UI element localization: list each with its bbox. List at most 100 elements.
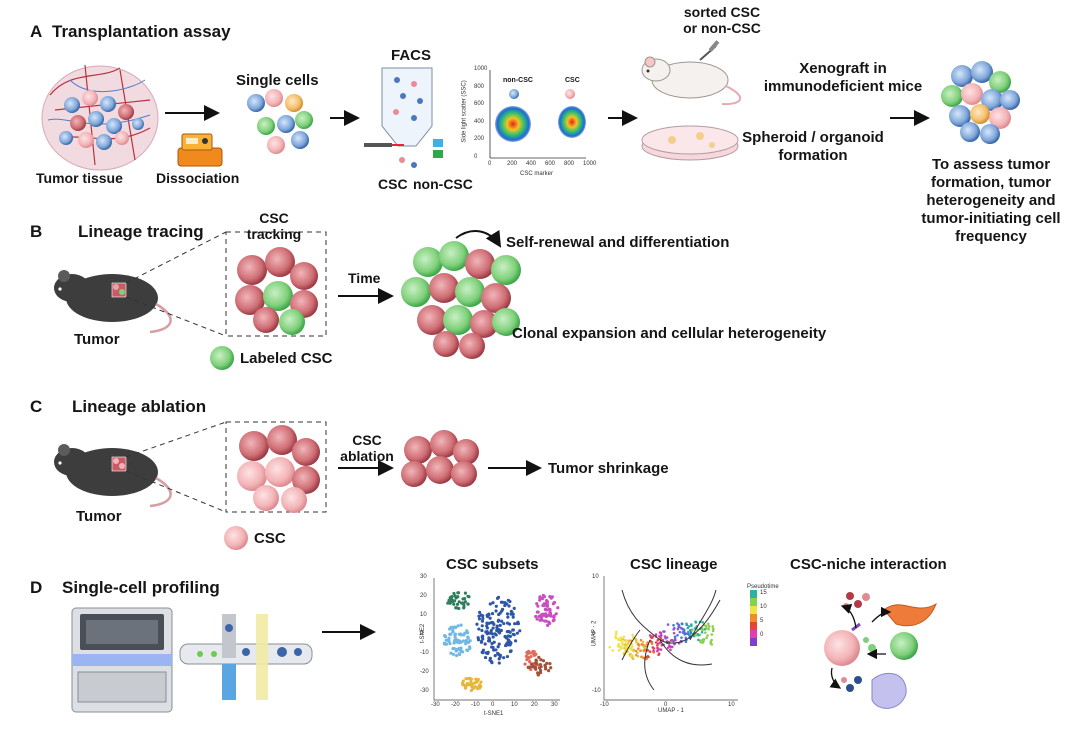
tsne-point [511,612,515,616]
tsne-point [466,594,470,598]
umap-point [611,649,615,652]
tsne-point [485,651,490,656]
umap-point [676,633,679,637]
tsne-point [451,652,456,656]
facs-y-tick: 1000 [474,66,488,72]
tsne-point [469,677,474,681]
pseudotime-legend-tick: 0 [760,632,764,638]
facs-y-tick: 200 [474,136,485,142]
tumor-tissue-label: Tumor tissue [36,170,123,186]
umap-point [686,632,690,636]
tsne-point [488,639,492,643]
tsne-point [493,654,497,658]
umap-point [619,636,623,639]
tsne-point [456,595,460,599]
tsne-point [499,628,503,633]
tsne-point [534,614,538,619]
umap-point [622,643,625,647]
umap-point [672,623,675,627]
facs-scatter-plot [488,68,586,159]
panel-d-title: Single-cell profiling [62,578,220,597]
umap-point [640,642,644,646]
umap-point [639,649,642,652]
tsne-point [528,651,532,655]
tsne-point [506,634,511,638]
tsne-point [459,623,463,627]
tsne-x-tick: 0 [491,702,495,708]
niche-interaction-illustration [824,592,937,709]
shrunken-tumor-cluster [401,430,479,487]
tsne-point [498,623,502,627]
umap-point [683,633,686,636]
umap-point [697,638,700,642]
tsne-point [490,632,494,636]
umap-point [636,647,640,650]
tsne-x-tick: -10 [471,702,480,708]
tsne-point [507,604,511,608]
umap-y-tick: 0 [592,631,596,637]
umap-point [659,648,663,651]
pseudotime-colorbar-segment [750,590,757,598]
tsne-point [469,683,473,687]
tsne-point [468,645,472,649]
tsne-y-tick: -20 [420,669,429,675]
umap-point [636,651,639,654]
umap-x-tick: 10 [728,702,735,708]
tsne-point [543,665,548,669]
tsne-point [513,639,518,643]
csc-lineage-label: CSC lineage [630,556,718,573]
tsne-point [500,619,504,623]
tsne-point [538,598,542,602]
umap-point [686,626,690,630]
tsne-point [481,637,485,641]
panel-c-letter: C [30,397,43,416]
tsne-point [498,631,502,635]
tsne-point [461,679,465,683]
umap-point [617,649,621,652]
tsne-point [465,629,469,633]
umap-point [668,644,671,647]
umap-point [617,645,621,648]
umap-point [619,639,622,642]
tsne-point [463,591,468,595]
tsne-point [462,604,466,609]
tsne-point [475,622,479,626]
facs-x-tick: 1000 [583,161,597,167]
tumor-tissue-illustration [41,64,159,171]
facs-gate-non-csc: non-CSC [503,77,533,84]
tsne-point [538,663,543,667]
umap-point [650,642,654,646]
umap-point [622,635,626,639]
tsne-point [513,622,517,626]
tsne-point [452,602,456,606]
umap-point [699,640,702,644]
umap-point [635,638,638,642]
pseudotime-legend-tick: 10 [760,604,767,610]
umap-point [656,647,660,650]
umap-point [672,626,676,630]
umap-point [636,643,640,646]
tsne-point [479,613,483,617]
tsne-point [537,655,541,659]
umap-trajectory-plot [603,576,757,701]
tsne-point [494,604,498,608]
culture-dish-illustration [641,125,739,161]
umap-point [677,623,681,627]
tsne-point [552,600,557,605]
sorted-csc-label: sorted CSC [683,4,761,20]
tsne-point [475,687,480,691]
panel-c-title: Lineage ablation [72,397,207,416]
tsne-point [534,658,538,662]
tsne-point [452,640,457,644]
tsne-point [489,628,493,633]
umap-point [705,636,708,640]
umap-point [640,655,643,659]
umap-point [619,647,623,650]
tsne-point [509,609,513,613]
tsne-point [461,683,465,687]
tsne-point [488,658,492,662]
umap-point [614,635,617,638]
tsne-point [503,603,507,608]
tsne-point [550,595,554,599]
